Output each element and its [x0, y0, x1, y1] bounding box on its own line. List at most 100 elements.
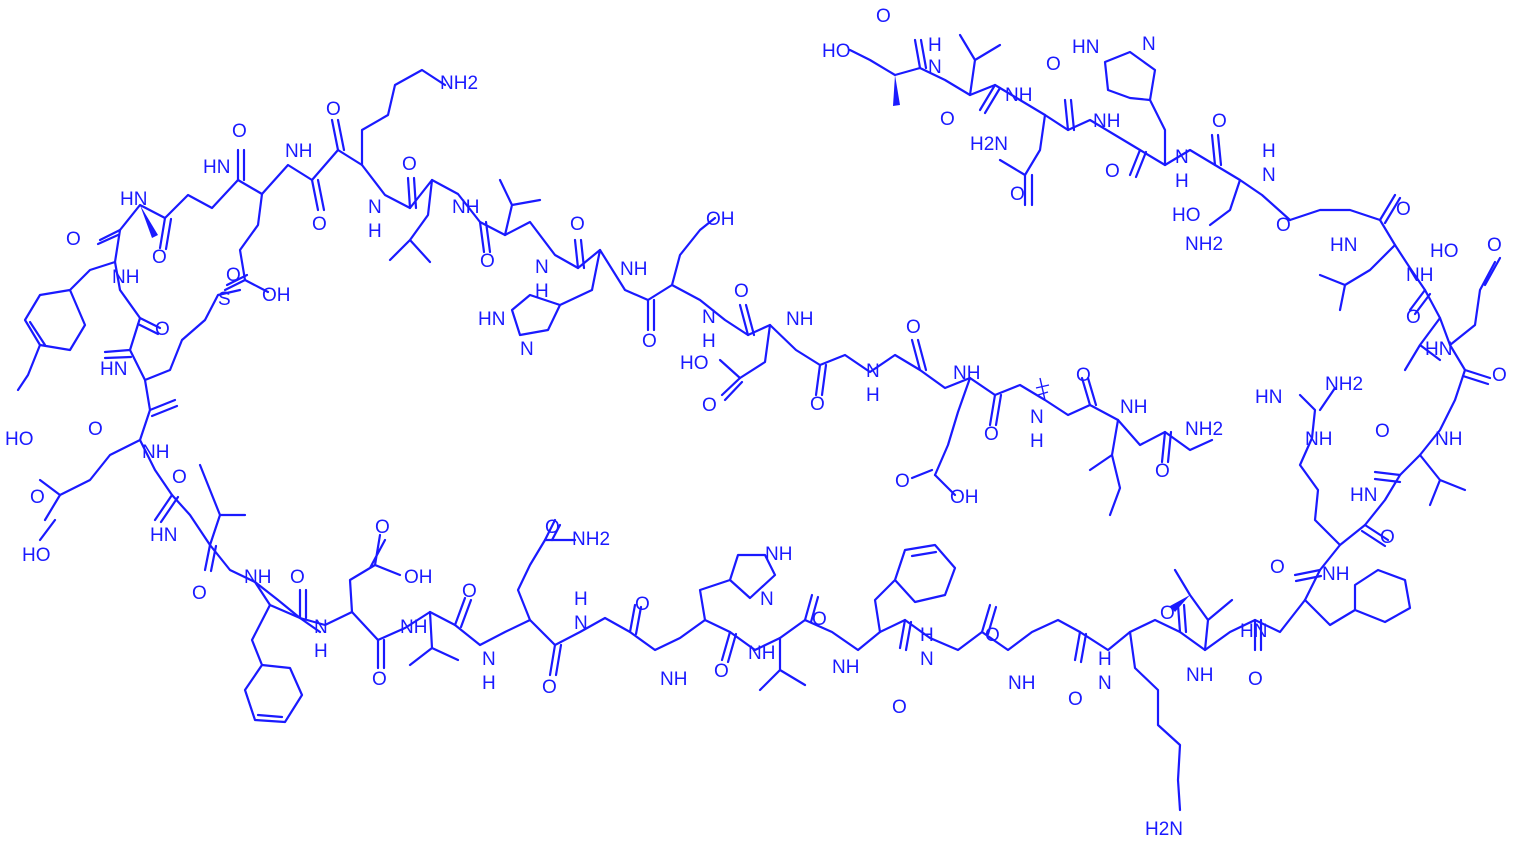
- carbonyl-o-label: O: [892, 697, 907, 718]
- carbonyl-o-label: O: [172, 467, 187, 488]
- carbonyl-o-label: O: [876, 6, 891, 27]
- amide-nh-label: NH: [832, 657, 859, 678]
- amide-nh-label: HN: [1425, 339, 1452, 360]
- carbonyl-o-label: O: [375, 517, 390, 538]
- asp-hydroxyl-label: OH: [404, 567, 433, 588]
- carbonyl-o-label: O: [1276, 215, 1291, 236]
- amide-nh-label: N: [1030, 407, 1044, 428]
- amide-nh-label: NH: [1120, 397, 1147, 418]
- atom-labels: NH2 HO O O O O O O O O O O O O O O O O O…: [5, 6, 1507, 840]
- glu-hydroxyl-label: OH: [950, 487, 979, 508]
- carbonyl-o-label: O: [642, 331, 657, 352]
- carbonyl-o-label: O: [1155, 461, 1170, 482]
- carbonyl-o-label: O: [734, 281, 749, 302]
- amide-nh-label: NH: [142, 442, 169, 463]
- amide-nh-label: H: [1030, 431, 1044, 452]
- his-n-label: N: [1142, 34, 1156, 55]
- carbonyl-o-label: O: [1248, 669, 1263, 690]
- amide-nh-label: NH: [244, 567, 271, 588]
- carbonyl-o-label: O: [155, 319, 170, 340]
- left-backbone: [96, 228, 322, 634]
- carbonyl-o-label: O: [1487, 235, 1502, 256]
- lys-terminal-amine-label: H2N: [1145, 819, 1183, 840]
- arg-nh-label: NH: [1305, 429, 1332, 450]
- carbonyl-o-label: O: [30, 487, 45, 508]
- carbonyl-o-label: O: [312, 214, 327, 235]
- carbonyl-o-label: O: [895, 471, 910, 492]
- carbonyl-o-label: O: [714, 661, 729, 682]
- amide-nh-label: NH: [660, 669, 687, 690]
- carbonyl-o-label: O: [1375, 421, 1390, 442]
- carbonyl-o-label: O: [812, 609, 827, 630]
- ser-hydroxyl-label: OH: [706, 209, 735, 230]
- amide-nh-label: N: [314, 617, 328, 638]
- carbonyl-o-label: O: [702, 395, 717, 416]
- tyr-hydroxyl-label: HO: [5, 429, 34, 450]
- carbonyl-o-label: O: [66, 229, 81, 250]
- left-sidechains: [16, 260, 247, 547]
- carbonyl-o-label: O: [570, 214, 585, 235]
- carbonyl-o-label: O: [1396, 199, 1411, 220]
- carbonyl-o-label: O: [635, 594, 650, 615]
- carbonyl-o-label: O: [545, 517, 560, 538]
- gln-amine-label: NH2: [572, 529, 610, 550]
- carbonyl-o-label: O: [372, 669, 387, 690]
- n-terminal-amine-label: NH2: [1185, 234, 1223, 255]
- amide-nh-label: NH: [1186, 665, 1213, 686]
- carbonyl-o-label: O: [192, 583, 207, 604]
- carbonyl-o-label: O: [226, 265, 241, 286]
- c-terminal-hydroxyl-label: HO: [822, 41, 851, 62]
- amide-nh-label: N: [928, 57, 942, 78]
- amide-nh-label: NH: [452, 197, 479, 218]
- asn-amine-label: H2N: [970, 134, 1008, 155]
- amide-nh-label: N: [1098, 673, 1112, 694]
- bottom-carbonyls: [298, 588, 1263, 677]
- ser-hydroxyl-label: HO: [1172, 205, 1201, 226]
- carbonyl-o-label: O: [326, 99, 341, 120]
- carbonyl-o-label: O: [1406, 307, 1421, 328]
- carbonyl-o-label: O: [232, 121, 247, 142]
- amide-nh-label: H: [1175, 171, 1189, 192]
- carbonyl-o-label: O: [462, 581, 477, 602]
- amide-nh-label: HN: [150, 525, 177, 546]
- carbonyl-o-label: O: [1212, 111, 1227, 132]
- amide-nh-label: N: [535, 257, 549, 278]
- glu-hydroxyl-label: HO: [22, 545, 51, 566]
- his-nh-label: HN: [478, 309, 505, 330]
- amide-nh-label: NH: [1008, 673, 1035, 694]
- amide-nh-label: H: [866, 385, 880, 406]
- carbonyl-o-label: O: [152, 247, 167, 268]
- amide-nh-label: H: [1262, 141, 1276, 162]
- carbonyl-o-label: O: [88, 419, 103, 440]
- carbonyl-o-label: O: [984, 424, 999, 445]
- amide-nh-label: N: [1262, 165, 1276, 186]
- amide-nh-label: NH: [1406, 265, 1433, 286]
- carbonyl-o-label: O: [1492, 365, 1507, 386]
- amide-nh-label: NH: [748, 643, 775, 664]
- amide-nh-label: H: [482, 673, 496, 694]
- amide-nh-label: N: [482, 649, 496, 670]
- carbonyl-o-label: O: [1046, 54, 1061, 75]
- amide-nh-label: NH: [953, 363, 980, 384]
- carbonyl-o-label: O: [1010, 184, 1025, 205]
- carbonyl-o-label: O: [1160, 603, 1175, 624]
- amide-nh-label: NH: [786, 309, 813, 330]
- carbonyl-o-label: O: [542, 677, 557, 698]
- amide-nh-label: N: [702, 307, 716, 328]
- his-n-label: N: [760, 589, 774, 610]
- amide-nh-label: NH: [1435, 429, 1462, 450]
- carbonyl-o-label: O: [480, 251, 495, 272]
- amide-nh-label: H: [920, 625, 934, 646]
- carbonyl-o-label: O: [940, 109, 955, 130]
- his-nh-label: NH: [765, 544, 792, 565]
- top-backbone-left: [118, 148, 1214, 452]
- carbonyl-o-label: O: [1105, 161, 1120, 182]
- amide-nh-label: H: [368, 221, 382, 242]
- amide-nh-label: H: [928, 35, 942, 56]
- amide-nh-label: H: [535, 281, 549, 302]
- his-n-label: N: [520, 339, 534, 360]
- amide-nh-label: H: [314, 641, 328, 662]
- carbonyl-o-label: O: [906, 317, 921, 338]
- amide-nh-label: NH: [112, 267, 139, 288]
